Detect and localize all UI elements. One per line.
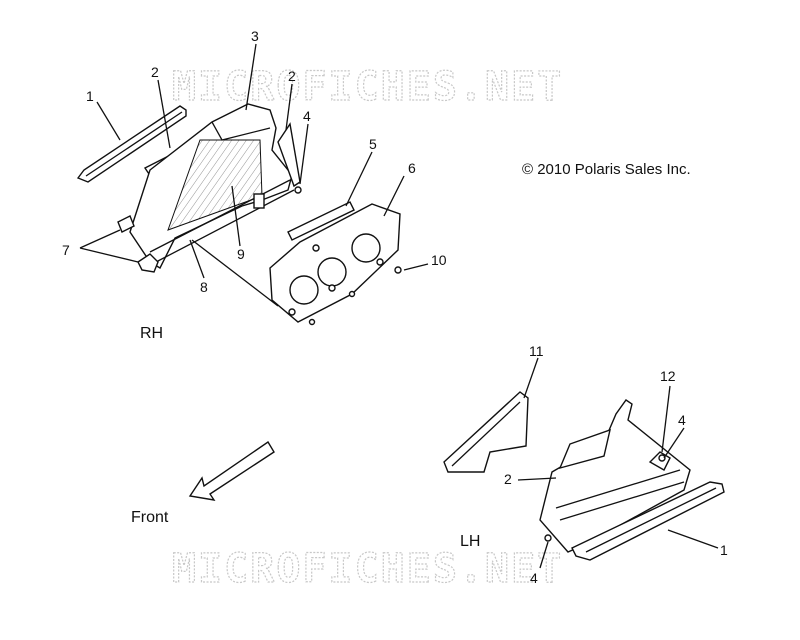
- rh-callout-8: 8: [200, 279, 208, 295]
- rh-leader-lines: [79, 43, 429, 307]
- rh-callout-10: 10: [431, 252, 447, 268]
- rh-screw-bottom-a: [348, 290, 356, 298]
- lh-housing: [539, 399, 691, 553]
- rh-callout-7: 7: [62, 242, 70, 258]
- front-label: Front: [131, 509, 169, 526]
- rh-side-label: RH: [140, 325, 163, 342]
- watermark-bottom: MICROFICHES.NET: [172, 546, 563, 592]
- rh-part-7-clip-b: [137, 253, 159, 273]
- rh-callout-4: 4: [303, 108, 311, 124]
- front-direction-arrow: [188, 441, 275, 501]
- rh-callout-2b: 2: [288, 68, 296, 84]
- rh-callout-6: 6: [408, 160, 416, 176]
- lh-leader-lines: [517, 357, 719, 569]
- rh-part-5-strip: [287, 201, 355, 241]
- lh-side-label: LH: [460, 533, 480, 550]
- lh-part-4-screw-bottom: [544, 534, 552, 542]
- lh-callout-4b: 4: [530, 570, 538, 586]
- lh-part-11-panel: [443, 391, 529, 473]
- rh-part-6-gauge-panel: [269, 203, 401, 323]
- rh-part-10-screw: [394, 266, 402, 274]
- watermark-top: MICROFICHES.NET: [172, 64, 563, 110]
- rh-callout-3: 3: [251, 28, 259, 44]
- rh-callout-9: 9: [237, 246, 245, 262]
- rh-part-4-screw: [294, 186, 302, 194]
- copyright-text: © 2010 Polaris Sales Inc.: [522, 161, 691, 178]
- rh-callout-2: 2: [151, 64, 159, 80]
- rh-callout-5: 5: [369, 136, 377, 152]
- rh-screw-bottom-b: [308, 318, 316, 326]
- lh-callout-4: 4: [678, 412, 686, 428]
- lh-callout-2: 2: [504, 471, 512, 487]
- lh-assembly: 11 12 4 2 1 4: [443, 343, 728, 586]
- rh-part-3-housing: [129, 103, 295, 269]
- rh-callout-1: 1: [86, 88, 94, 104]
- lh-part-4-screw-top: [658, 454, 666, 462]
- rh-assembly: 1 2 3 2 4 5 6 7 8 9 10: [62, 28, 447, 326]
- lh-callout-12: 12: [660, 368, 676, 384]
- lh-part-1-trim-strip: [571, 481, 725, 561]
- lh-callout-11: 11: [529, 343, 544, 359]
- rh-part-7-clip-a: [117, 215, 135, 233]
- lh-callout-1: 1: [720, 542, 728, 558]
